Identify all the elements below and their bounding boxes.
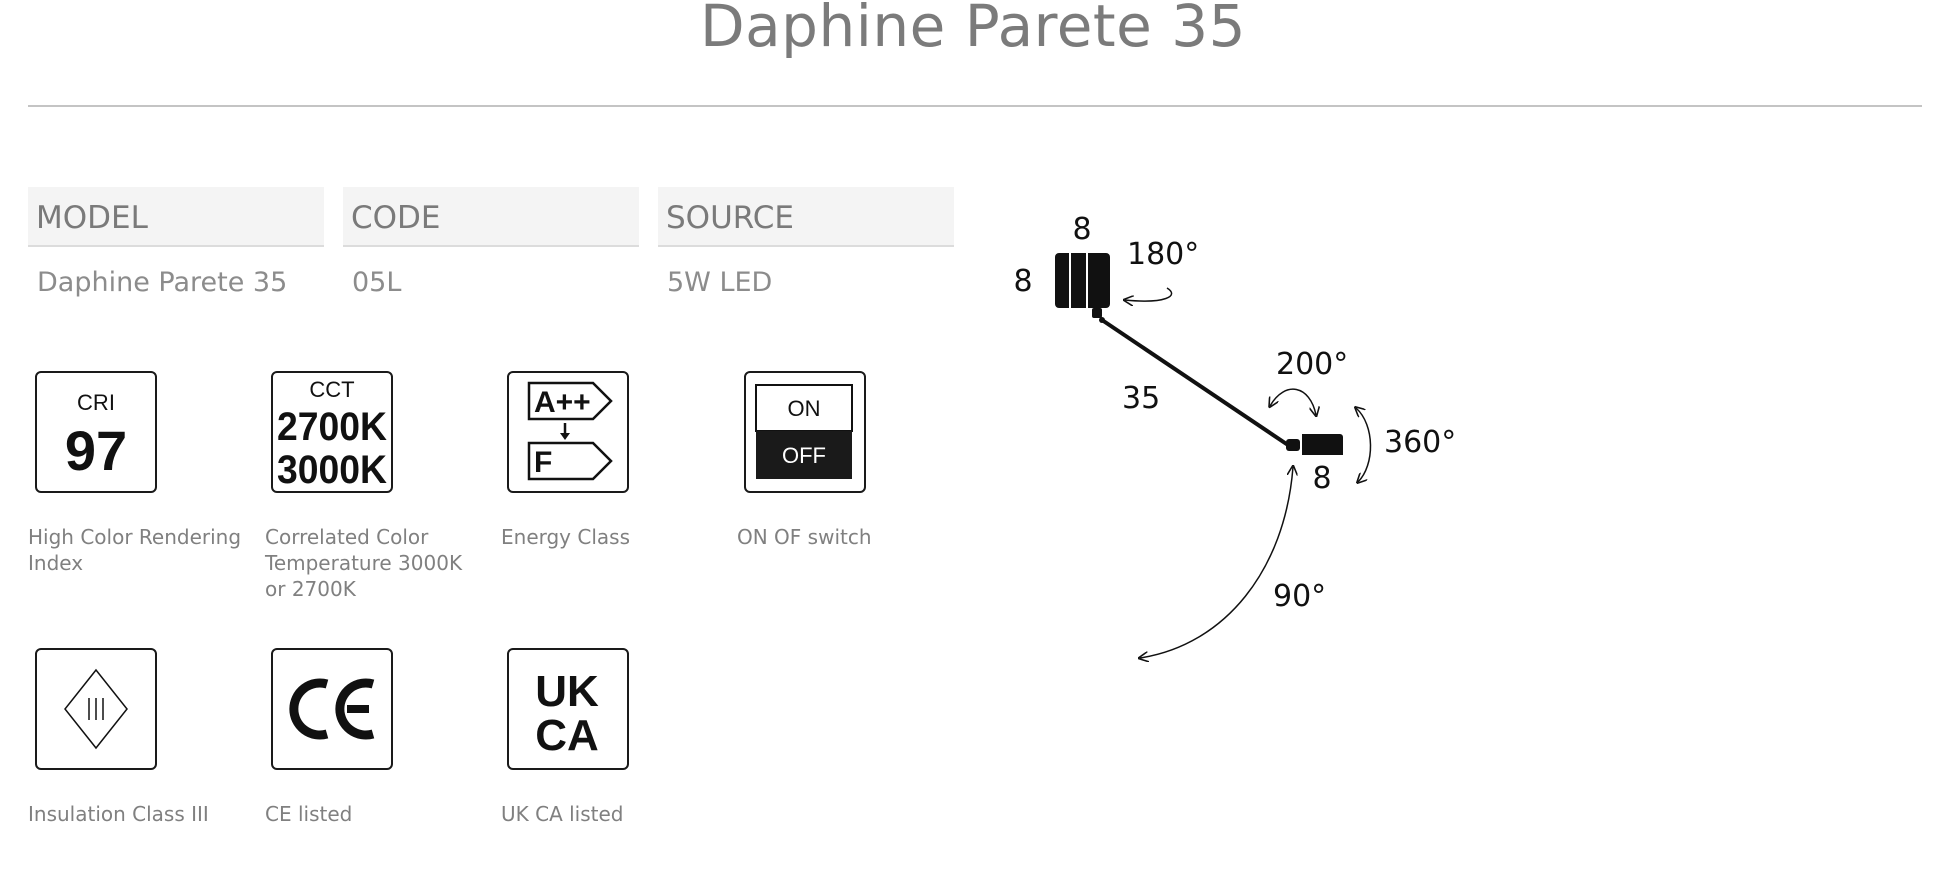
spec-source: SOURCE 5W LED [658, 187, 954, 298]
head-tilt-angle: 90° [1273, 579, 1326, 614]
energy-down-arrowhead [560, 433, 570, 440]
ce-mark-icon [271, 648, 393, 770]
title-divider [28, 105, 1922, 107]
energy-caption: Energy Class [501, 525, 630, 549]
energy-bottom-arrow-shape [527, 441, 613, 481]
spec-code-header: CODE [343, 187, 639, 247]
base-top-dimension: 8 [1072, 212, 1091, 247]
base-rotation-angle: 180° [1127, 237, 1199, 272]
insulation-class-icon [35, 648, 157, 770]
base-rotation-arrow-icon [1125, 287, 1173, 301]
cct-caption: Correlated Color Temperature 3000K or 27… [265, 525, 463, 601]
spec-source-value: 5W LED [667, 267, 773, 298]
lamp-head-shape [1286, 434, 1343, 455]
head-pivot-angle: 200° [1276, 347, 1348, 382]
cct-icon: CCT 2700K 3000K [271, 371, 393, 493]
switch-off-area [756, 431, 852, 479]
head-rotation-angle: 360° [1384, 425, 1456, 460]
ukca-line1: UK [535, 667, 599, 716]
switch-off-label: OFF [782, 443, 826, 468]
spec-model-header: MODEL [28, 187, 324, 247]
switch-caption: ON OF switch [737, 525, 872, 549]
energy-class-icon: A++ F [507, 371, 629, 493]
cri-label: CRI [77, 390, 115, 415]
ce-e-shape [335, 678, 375, 740]
lamp-arm-shape [1100, 318, 1290, 447]
spec-code-value: 05L [352, 267, 402, 298]
spec-model-value: Daphine Parete 35 [37, 267, 288, 298]
spec-source-header: SOURCE [658, 187, 954, 247]
arm-length-dimension: 35 [1122, 381, 1160, 416]
ukca-line2: CA [535, 711, 599, 760]
ce-caption: CE listed [265, 802, 353, 826]
cct-value-2700: 2700K [277, 405, 387, 449]
switch-on-label: ON [788, 396, 821, 421]
wall-base-shape [1055, 253, 1110, 318]
head-pivot-arrow-icon [1270, 388, 1316, 415]
head-rotation-arrow-icon [1356, 408, 1372, 482]
energy-top-label: A++ [534, 386, 591, 419]
cct-value-3000: 3000K [277, 448, 387, 491]
insulation-caption: Insulation Class III [28, 802, 209, 826]
base-left-dimension: 8 [1013, 264, 1032, 299]
spec-model: MODEL Daphine Parete 35 [28, 187, 324, 298]
cct-label: CCT [309, 377, 354, 402]
cri-caption: High Color Rendering Index [28, 525, 242, 575]
insulation-diamond-shape [64, 668, 128, 750]
cri-icon: CRI 97 [35, 371, 157, 493]
head-tilt-arrow-icon [1140, 467, 1293, 658]
head-size-dimension: 8 [1312, 461, 1331, 496]
energy-top-arrow-shape [527, 381, 613, 421]
cri-value: 97 [65, 419, 127, 482]
lamp-dimension-diagram: 8 8 180° 35 200° 360° 8 90° [1013, 212, 1456, 680]
ukca-mark-icon: UK CA [507, 648, 629, 770]
switch-on-area [755, 384, 853, 432]
ce-c-shape [289, 678, 329, 740]
energy-bottom-label: F [534, 446, 552, 479]
on-off-switch-icon: ON OFF [744, 371, 866, 493]
spec-code: CODE 05L [343, 187, 639, 298]
page-title: Daphine Parete 35 [699, 0, 1247, 60]
ukca-caption: UK CA listed [501, 802, 624, 826]
